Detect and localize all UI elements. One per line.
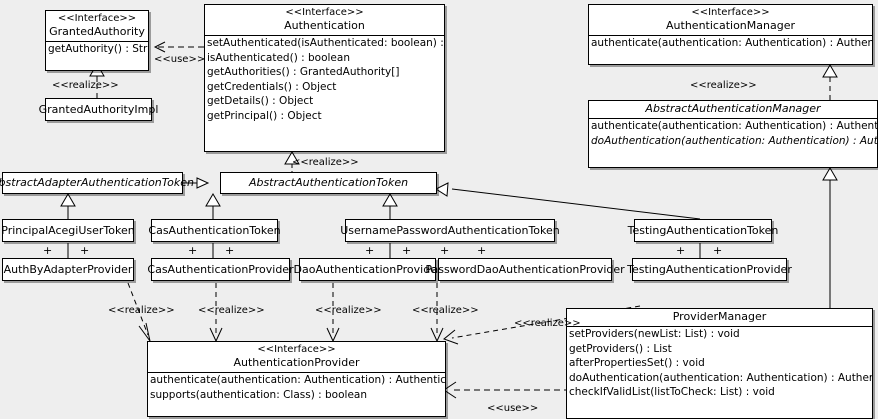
class-header: ProviderManager (567, 309, 872, 326)
operation-item: getDetails() : Object (207, 95, 314, 107)
edge-label-realize-cas-authentication-provider: <<realize>> (198, 305, 265, 316)
edge-label-realize-provider-manager: <<realize>> (514, 318, 581, 329)
class-name: GrantedAuthorityImpl (38, 102, 159, 116)
class-granted-authority-impl[interactable]: GrantedAuthorityImpl (39, 98, 158, 121)
class-password-dao-authentication-provider[interactable]: PasswordDaoAuthenticationProvider (425, 258, 625, 281)
class-name: GrantedAuthority (49, 25, 145, 38)
operation-item: getCredentials() : Object (207, 80, 337, 93)
operation-item: getProviders() : List (569, 342, 672, 355)
class-name: AuthByAdapterProvider (3, 262, 133, 276)
class-testing-authentication-provider[interactable]: TestingAuthenticationProvider (627, 258, 792, 281)
class-testing-authentication-token[interactable]: TestingAuthenticationToken (628, 219, 778, 242)
association-mark-plus: + (365, 244, 375, 257)
association-mark-plus: + (43, 244, 53, 257)
class-name: TestingAuthenticationProvider (627, 262, 792, 276)
class-granted-authority[interactable]: <<Interface>> GrantedAuthority getAuthor… (45, 10, 149, 71)
class-name: UsernamePasswordAuthenticationToken (340, 223, 560, 237)
class-name: PasswordDaoAuthenticationProvider (425, 262, 625, 276)
class-name: CasAuthenticationProvider (147, 262, 294, 276)
operation-item: doAuthentication(authentication: Authent… (591, 134, 877, 147)
operation-item: getAuthority() : String (48, 43, 148, 55)
operations-compartment: getAuthority() : String (46, 41, 148, 57)
stereotype-label: <<Interface>> (285, 7, 364, 18)
association-mark-plus: + (676, 244, 686, 257)
operation-item: supports(authentication: Class) : boolea… (150, 388, 367, 401)
class-name: Authentication (284, 19, 365, 32)
operations-compartment: authenticate(authentication: Authenticat… (148, 372, 445, 402)
class-name: AuthenticationProvider (233, 356, 360, 369)
class-principal-acegi-user-token[interactable]: PrincipalAcegiUserToken (1, 219, 135, 242)
class-abstract-authentication-manager[interactable]: AbstractAuthenticationManager authentica… (588, 100, 878, 168)
operations-compartment: authenticate(authentication: Authenticat… (589, 118, 877, 148)
class-name: CasAuthenticationToken (148, 223, 281, 237)
class-cas-authentication-token[interactable]: CasAuthenticationToken (148, 219, 281, 242)
operation-item: getAuthorities() : GrantedAuthority[] (207, 66, 400, 78)
edge-label-realize-abstract-authentication-manager: <<realize>> (690, 80, 757, 91)
association-mark-plus: + (225, 244, 235, 257)
class-name: PrincipalAcegiUserToken (1, 223, 135, 237)
operation-item: isAuthenticated() : boolean (207, 51, 350, 64)
class-header: <<Interface>> AuthenticationManager (589, 5, 872, 35)
class-name: AbstractAuthenticationToken (248, 176, 409, 189)
association-mark-plus: + (477, 244, 487, 257)
edge-label-realize-auth-by-adapter-provider: <<realize>> (108, 305, 175, 316)
class-name: ProviderManager (672, 310, 767, 323)
operation-item: getPrincipal() : Object (207, 109, 322, 122)
operation-item: afterPropertiesSet() : void (569, 357, 705, 369)
class-authentication-provider[interactable]: <<Interface>> AuthenticationProvider aut… (147, 341, 446, 417)
association-mark-plus: + (188, 244, 198, 257)
operation-item: setProviders(newList: List) : void (569, 328, 740, 340)
operations-compartment: setAuthenticated(isAuthenticated: boolea… (205, 35, 444, 123)
operation-item: doAuthentication(authentication: Authent… (569, 371, 872, 384)
class-name: TestingAuthenticationToken (627, 223, 779, 237)
association-mark-plus: + (440, 244, 450, 257)
edge-label-use-authentication-granted-authority: <<use>> (154, 54, 206, 65)
class-username-password-authentication-token[interactable]: UsernamePasswordAuthenticationToken (340, 219, 560, 242)
edge-label-realize-granted-authority-impl: <<realize>> (52, 80, 119, 91)
edge-label-realize-abstract-authentication-token: <<realize>> (292, 157, 359, 168)
stereotype-label: <<Interface>> (257, 344, 336, 355)
class-name: AbstractAdapterAuthenticationToken (0, 176, 194, 189)
class-header: <<Interface>> GrantedAuthority (46, 11, 148, 41)
operations-compartment: setProviders(newList: List) : void getPr… (567, 326, 872, 400)
class-name: DaoAuthenticationProvider (293, 262, 442, 276)
stereotype-label: <<Interface>> (57, 13, 137, 24)
operation-item: authenticate(authentication: Authenticat… (591, 37, 872, 49)
association-mark-plus: + (80, 244, 90, 257)
class-header: <<Interface>> AuthenticationProvider (148, 342, 445, 372)
class-provider-manager[interactable]: ProviderManager setProviders(newList: Li… (566, 308, 873, 419)
class-abstract-authentication-token[interactable]: AbstractAuthenticationToken (220, 172, 437, 194)
association-mark-plus: + (402, 244, 412, 257)
edge-label-realize-dao-authentication-provider: <<realize>> (315, 305, 382, 316)
class-authentication-manager[interactable]: <<Interface>> AuthenticationManager auth… (588, 4, 873, 65)
class-name: AuthenticationManager (666, 19, 795, 32)
operation-item: authenticate(authentication: Authenticat… (591, 120, 877, 132)
class-cas-authentication-provider[interactable]: CasAuthenticationProvider (147, 258, 294, 281)
stereotype-label: <<Interface>> (691, 7, 770, 18)
operation-item: setAuthenticated(isAuthenticated: boolea… (207, 37, 444, 49)
association-mark-plus: + (713, 244, 723, 257)
operation-item: checkIfValidList(listToCheck: List) : vo… (569, 386, 775, 398)
class-header: AbstractAuthenticationManager (589, 101, 877, 118)
edge-label-realize-password-dao-authentication-provider: <<realize>> (412, 305, 479, 316)
class-abstract-adapter-authentication-token[interactable]: AbstractAdapterAuthenticationToken (0, 172, 194, 194)
operation-item: authenticate(authentication: Authenticat… (150, 374, 445, 386)
edge-label-use-provider-manager: <<use>> (487, 403, 539, 414)
operations-compartment: authenticate(authentication: Authenticat… (589, 35, 872, 51)
class-auth-by-adapter-provider[interactable]: AuthByAdapterProvider (2, 258, 134, 281)
class-authentication[interactable]: <<Interface>> Authentication setAuthenti… (204, 4, 445, 152)
class-name: AbstractAuthenticationManager (645, 102, 821, 115)
class-dao-authentication-provider[interactable]: DaoAuthenticationProvider (294, 258, 442, 281)
class-header: <<Interface>> Authentication (205, 5, 444, 35)
